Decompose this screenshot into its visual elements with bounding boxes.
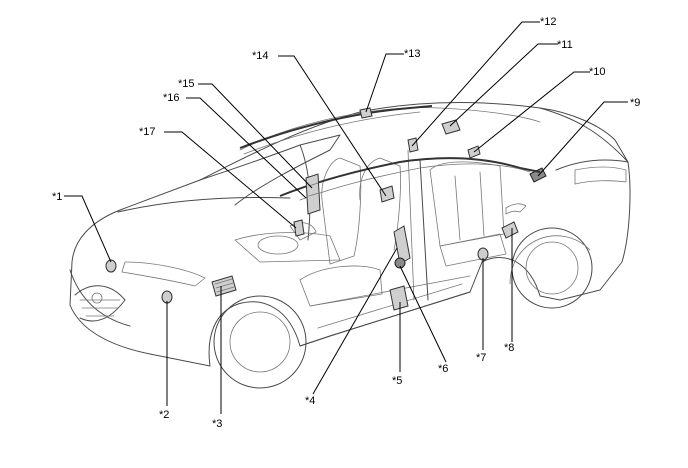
airbag-components <box>105 105 547 311</box>
car-interior-seats <box>234 107 541 307</box>
front-seat-side-airbag <box>379 185 395 203</box>
callout-9: *9 <box>630 97 640 109</box>
callout-13: *13 <box>404 48 421 60</box>
seat-belt-pretensioner <box>393 225 411 265</box>
callout-labels: *1 *2 *3 *4 *5 *6 *7 *8 *9 *10 *11 *12 *… <box>52 16 640 430</box>
callout-5: *5 <box>392 375 402 387</box>
callout-12: *12 <box>540 16 557 28</box>
callout-8: *8 <box>504 342 514 354</box>
callout-17: *17 <box>139 126 156 138</box>
seat-belt-buckle <box>389 285 409 311</box>
curtain-shield-airbag-left <box>239 105 433 149</box>
airbag-sensor-assembly <box>211 275 237 297</box>
driver-knee-airbag <box>305 173 321 215</box>
callout-14: *14 <box>252 50 269 62</box>
callout-6: *6 <box>438 363 448 375</box>
callout-3: *3 <box>212 418 222 430</box>
callout-16: *16 <box>163 92 180 104</box>
car-body-outline <box>69 101 631 389</box>
steering-wheel-pad <box>293 219 305 237</box>
callout-7: *7 <box>476 352 486 364</box>
callout-11: *11 <box>557 39 573 51</box>
leader-lines <box>64 21 628 414</box>
callout-10: *10 <box>589 66 606 78</box>
front-airbag-sensor <box>105 259 117 273</box>
callout-4: *4 <box>305 395 315 407</box>
rear-side-airbag <box>501 203 527 239</box>
callout-2: *2 <box>159 409 169 421</box>
pretensioner-anchor <box>394 257 406 269</box>
curtain-airbag-bracket <box>359 107 373 119</box>
callout-1: *1 <box>52 191 62 203</box>
callout-15: *15 <box>178 78 195 90</box>
rear-seat-side-airbag <box>441 119 461 135</box>
